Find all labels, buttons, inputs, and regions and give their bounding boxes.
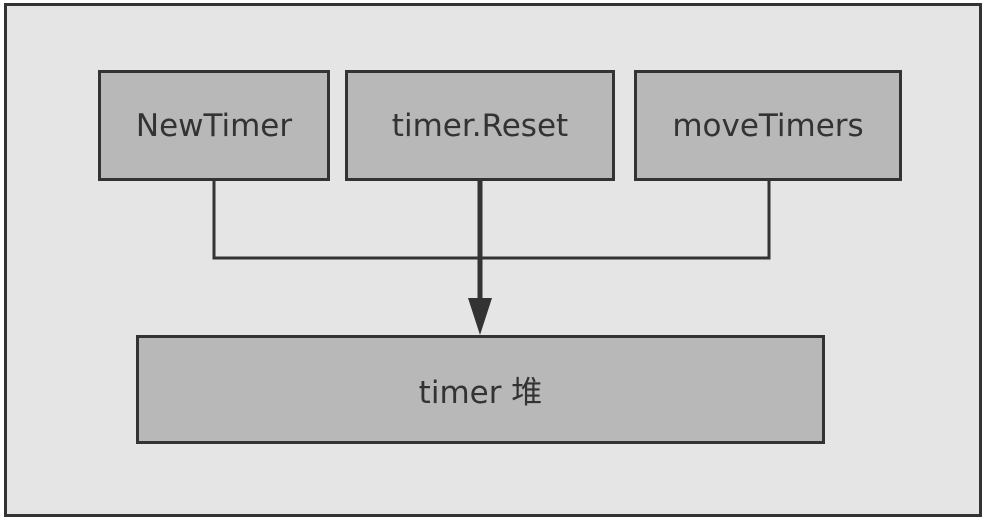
node-newtimer: NewTimer [98,70,330,181]
edge-movetimers-to-merge [480,181,771,260]
node-timer-heap-label: timer 堆 [418,375,543,411]
node-timer-reset-label: timer.Reset [391,107,569,144]
node-newtimer-label: NewTimer [135,107,293,144]
arrowhead-icon [468,298,492,335]
node-timer-reset: timer.Reset [345,70,615,181]
edge-newtimer-to-merge [212,181,480,260]
node-movetimers-label: moveTimers [672,107,864,144]
node-timer-heap: timer 堆 [136,335,825,444]
node-movetimers: moveTimers [634,70,902,181]
